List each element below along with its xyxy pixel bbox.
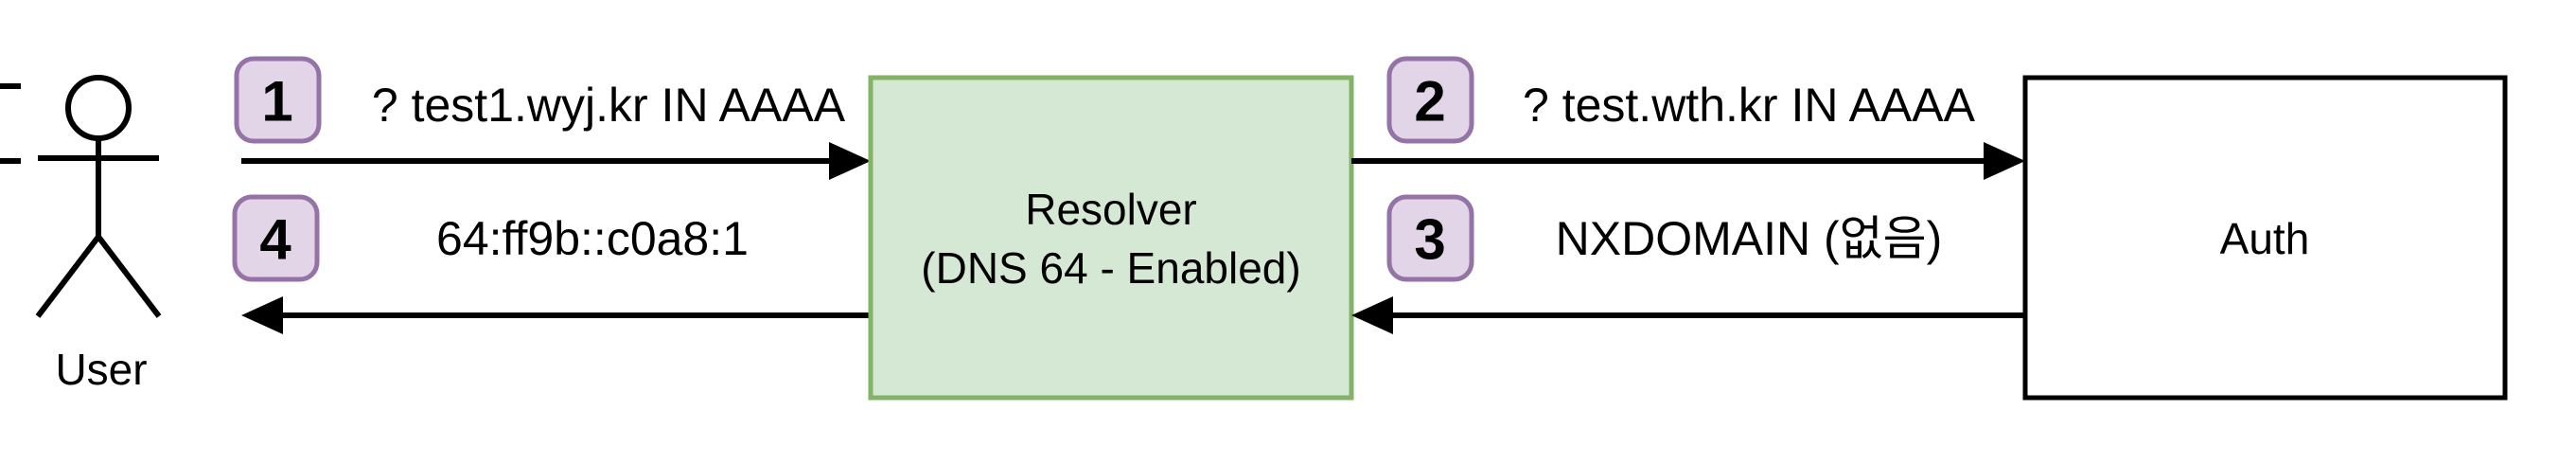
step-badge-2: [1386, 56, 1474, 144]
node-auth: Auth: [2022, 75, 2508, 401]
node-resolver: Resolver (DNS 64 - Enabled): [868, 75, 1354, 401]
arrow-head-left-icon: [241, 296, 283, 334]
step-number-1: 1: [261, 70, 292, 134]
arrow-step-2: 2 ? test.wth.kr IN AAAA: [1351, 56, 2025, 180]
resolver-box: [868, 75, 1354, 401]
step-number-3: 3: [1414, 208, 1445, 272]
step-label-3: NXDOMAIN (없음): [1556, 212, 1943, 265]
resolver-label-line1: Resolver: [1025, 185, 1197, 234]
cropped-edge-artifacts: [0, 83, 21, 164]
actor-leg-right: [96, 235, 162, 318]
auth-box: [2022, 75, 2508, 401]
step-label-4: 64:ff9b::c0a8:1: [436, 212, 749, 265]
resolver-label-line2: (DNS 64 - Enabled): [921, 243, 1300, 293]
auth-label: Auth: [2220, 214, 2310, 263]
actor-user-label: User: [55, 345, 147, 394]
arrow-head-right-icon: [829, 142, 871, 180]
step-badge-1: [234, 56, 322, 144]
actor-head: [65, 75, 132, 141]
actor-user: User: [35, 75, 162, 394]
step-number-2: 2: [1414, 70, 1445, 134]
step-badge-3: [1386, 194, 1474, 282]
arrow-head-left-icon: [1351, 296, 1393, 334]
step-label-1: ? test1.wyj.kr IN AAAA: [372, 79, 846, 132]
step-badge-4: [232, 194, 320, 282]
actor-leg-left: [35, 235, 101, 318]
arrow-step-3: 3 NXDOMAIN (없음): [1351, 194, 2025, 334]
arrow-step-1: 1 ? test1.wyj.kr IN AAAA: [234, 56, 871, 180]
step-number-4: 4: [259, 208, 291, 272]
arrow-step-4: 4 64:ff9b::c0a8:1: [232, 194, 871, 334]
step-label-2: ? test.wth.kr IN AAAA: [1523, 79, 1976, 132]
arrow-head-right-icon: [1984, 142, 2025, 180]
